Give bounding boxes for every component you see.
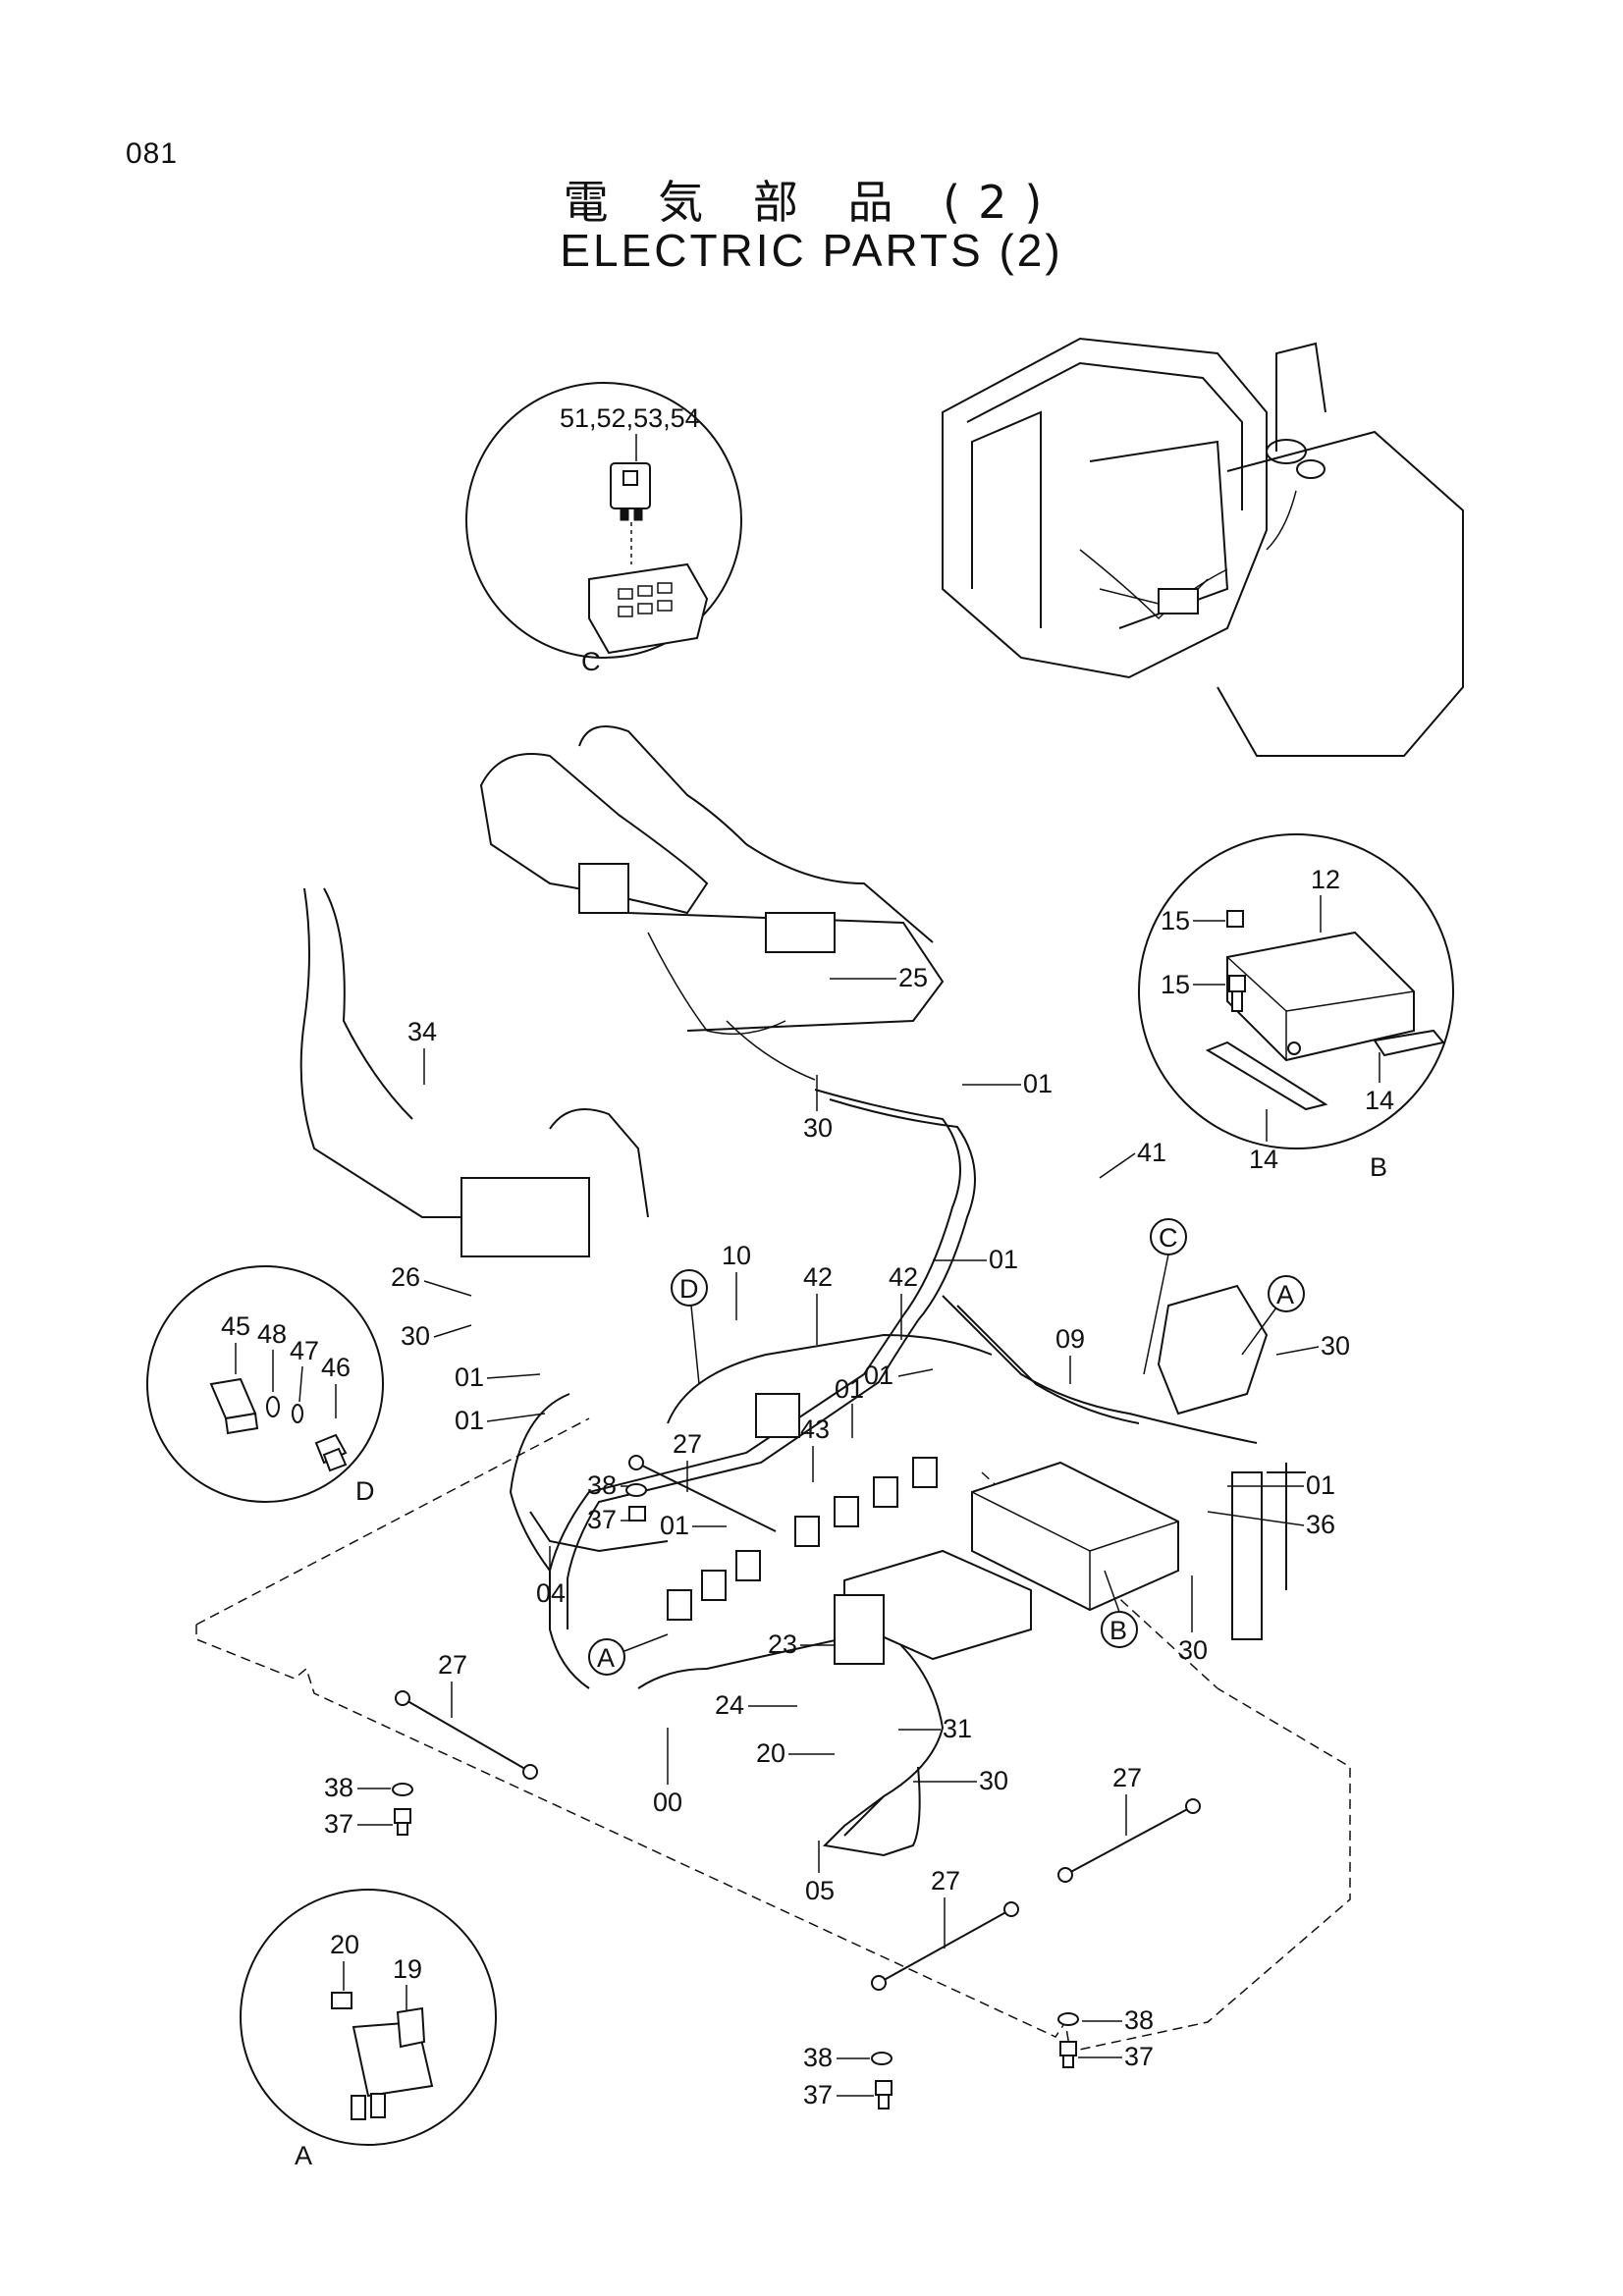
detail-b-label-14b: 14	[1249, 1145, 1278, 1174]
detail-view-d: 45 48 47 46 D	[146, 1265, 384, 1506]
part-label: 05	[805, 1876, 835, 1905]
callout-marker-d: D	[671, 1269, 708, 1385]
controller-icon	[1226, 931, 1415, 1062]
part-label: 00	[653, 1788, 682, 1817]
part-label: 01	[1306, 1470, 1335, 1500]
detail-d-label-47: 47	[290, 1336, 319, 1365]
connector-cluster	[667, 1393, 938, 1621]
controller-unit	[971, 1461, 1179, 1612]
detail-c-part-label: 51,52,53,54	[560, 403, 700, 433]
part-label: 34	[407, 1017, 437, 1046]
part-label: 38	[1124, 2005, 1154, 2035]
part-label: 04	[536, 1578, 566, 1608]
part-label: 27	[931, 1866, 960, 1896]
part-label: 30	[803, 1113, 833, 1143]
part-label: 41	[1137, 1138, 1166, 1167]
callout-c-text: C	[1159, 1223, 1178, 1253]
detail-d-label-46: 46	[321, 1353, 351, 1382]
part-label: 37	[587, 1505, 617, 1534]
part-label: 30	[1321, 1331, 1350, 1361]
detail-a-letter: A	[295, 2141, 312, 2170]
callout-marker-b: B	[1101, 1570, 1138, 1648]
part-label: 09	[1055, 1324, 1085, 1354]
detail-a-label-19: 19	[393, 1954, 422, 1984]
part-label: 36	[1306, 1510, 1335, 1539]
part-label: 31	[943, 1714, 972, 1743]
fuse-icon	[610, 462, 651, 521]
fuse-box-unit	[1157, 1284, 1269, 1415]
part-label: 26	[391, 1262, 420, 1292]
detail-d-label-48: 48	[257, 1319, 287, 1349]
bolt-icon	[314, 1433, 348, 1472]
detail-view-c: 51,52,53,54 C	[465, 382, 742, 676]
detail-b-label-12: 12	[1311, 865, 1340, 894]
part-label: 37	[1124, 2042, 1154, 2071]
part-label: 20	[756, 1738, 785, 1768]
console-seat-illustration	[299, 725, 945, 1257]
part-label: 01	[864, 1361, 893, 1390]
detail-d-label-45: 45	[221, 1311, 250, 1341]
part-label: 01	[835, 1374, 864, 1404]
callout-d-text: D	[679, 1274, 699, 1304]
part-label: 25	[898, 963, 928, 992]
callout-marker-a: A	[1241, 1275, 1305, 1356]
bolt-icon	[1226, 910, 1246, 1012]
bracket-icon	[1205, 1029, 1445, 1111]
relay-icon	[331, 1992, 434, 2120]
detail-a-label-20: 20	[330, 1930, 359, 1959]
title-japanese: 電 気 部 品 (2)	[563, 176, 1060, 229]
part-label: 01	[1023, 1069, 1053, 1098]
detail-b-label-15a: 15	[1161, 906, 1190, 935]
part-label: 24	[715, 1690, 744, 1720]
part-label: 27	[673, 1429, 702, 1459]
callout-a-text: A	[1276, 1280, 1294, 1309]
part-label: 10	[722, 1241, 751, 1270]
ground-strap-middle	[871, 1901, 1019, 2109]
washer-icon	[266, 1396, 303, 1423]
title-english: ELECTRIC PARTS (2)	[560, 225, 1063, 276]
detail-b-label-14a: 14	[1365, 1086, 1394, 1115]
relay-block	[834, 1549, 1032, 1665]
part-label: 27	[1112, 1763, 1142, 1792]
ground-strap-left	[392, 1690, 538, 1836]
callout-marker-c: C	[1143, 1218, 1187, 1375]
part-label: 23	[768, 1629, 797, 1659]
detail-c-letter: C	[581, 647, 601, 676]
detail-view-a: 20 19 A	[240, 1889, 497, 2170]
fuse-box-icon	[588, 562, 709, 655]
page-number: 081	[126, 137, 179, 170]
part-label: 30	[979, 1766, 1008, 1795]
part-label: 38	[803, 2043, 833, 2072]
part-label: 01	[455, 1406, 484, 1435]
callout-marker-a-lower: A	[588, 1633, 669, 1676]
support-post	[1231, 1463, 1306, 1640]
part-labels: 25 01 34 30 01 26 30 01 01 10 42 42 01 0…	[324, 963, 1350, 2109]
wiring-harness	[509, 1089, 1258, 1857]
part-label: 01	[455, 1362, 484, 1392]
detail-view-b: 12 15 15 14 14 B	[1138, 833, 1454, 1182]
part-label: 30	[401, 1321, 430, 1351]
part-label: 43	[800, 1415, 830, 1444]
part-label: 38	[324, 1773, 353, 1802]
ground-strap-right	[1057, 1798, 1201, 2068]
excavator-overview-illustration	[942, 337, 1464, 757]
part-label: 30	[1178, 1635, 1208, 1665]
detail-b-letter: B	[1370, 1152, 1387, 1182]
clamp-icon	[209, 1377, 259, 1435]
part-label: 42	[889, 1262, 918, 1292]
floor-plate-outline	[195, 1417, 1351, 2053]
part-label: 01	[660, 1511, 689, 1540]
callout-a-lower-text: A	[597, 1643, 615, 1673]
part-label: 37	[803, 2080, 833, 2109]
part-label: 37	[324, 1809, 353, 1839]
detail-b-label-15b: 15	[1161, 970, 1190, 999]
part-label: 27	[438, 1650, 467, 1680]
ground-strap-upper	[625, 1455, 777, 1532]
part-label: 42	[803, 1262, 833, 1292]
part-label: 01	[989, 1245, 1018, 1274]
part-label: 38	[587, 1470, 617, 1500]
callout-b-text: B	[1109, 1616, 1127, 1645]
detail-d-letter: D	[355, 1476, 375, 1506]
